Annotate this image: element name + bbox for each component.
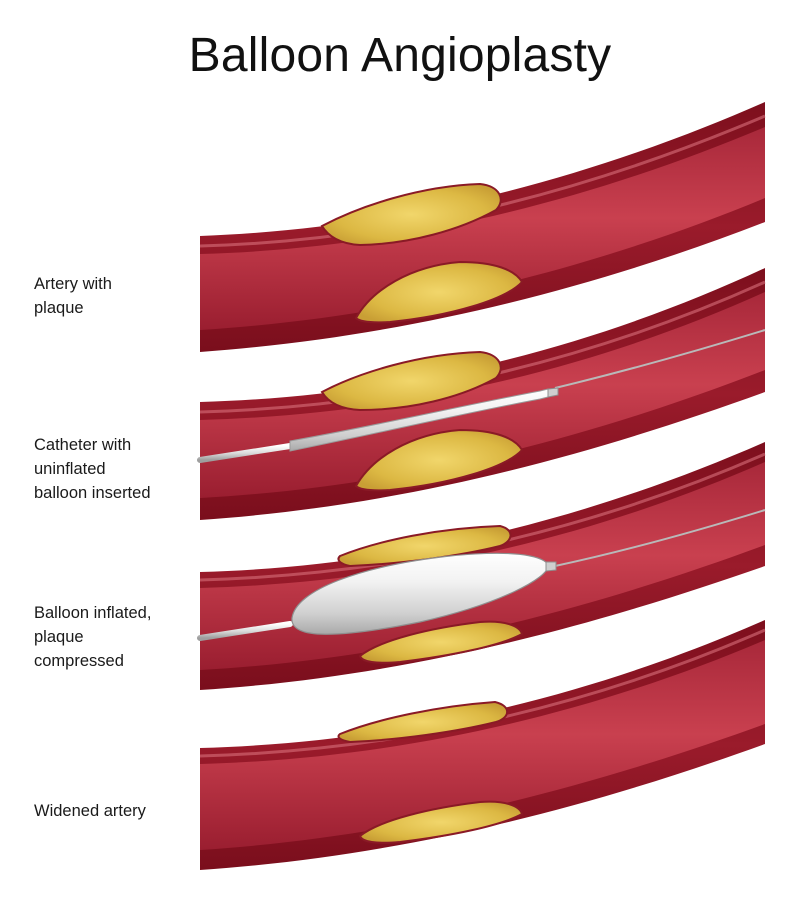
- stage-label-line: plaque: [34, 299, 84, 317]
- stage-label-line: Widened artery: [34, 802, 146, 820]
- catheter-tube: [197, 621, 293, 641]
- stage-label-line: compressed: [34, 652, 124, 670]
- guide-wire: [554, 329, 766, 389]
- plaque-lower-flattened: [358, 800, 524, 844]
- balloon-inflated-vessel: [197, 442, 766, 690]
- artery-with-plaque-vessel: [199, 102, 766, 352]
- artery-lumen: [200, 127, 765, 330]
- stage-label-line: Catheter with: [34, 436, 132, 454]
- stage-label-line: balloon inserted: [34, 484, 151, 502]
- guide-wire: [554, 509, 766, 567]
- stage-label-catheter-inserted: Catheter with uninflated balloon inserte…: [34, 433, 209, 505]
- stage-label-balloon-inflated: Balloon inflated, plaque compressed: [34, 601, 209, 673]
- artery-wall-highlight: [199, 280, 766, 414]
- plaque-upper: [320, 350, 502, 412]
- catheter-tip: [547, 387, 559, 398]
- artery-lumen: [200, 640, 765, 850]
- plaque-upper-flattened: [337, 700, 509, 744]
- stage-label-widened-artery: Widened artery: [34, 799, 209, 823]
- plaque-lower: [354, 260, 524, 324]
- plaque-upper-compressed: [337, 524, 512, 568]
- page-title: Balloon Angioplasty: [188, 29, 612, 82]
- widened-artery-vessel: [199, 620, 766, 870]
- stage-label-artery-with-plaque: Artery with plaque: [34, 272, 209, 320]
- stage-label-line: plaque: [34, 628, 84, 646]
- stage-label-line: Balloon inflated,: [34, 604, 152, 622]
- catheter-inserted-vessel: [197, 268, 766, 520]
- stage-label-line: Artery with: [34, 275, 112, 293]
- plaque-lower-compressed: [358, 620, 524, 664]
- artery-lumen: [200, 292, 765, 498]
- catheter-tip: [545, 561, 557, 572]
- artery-wall-highlight: [199, 114, 766, 248]
- plaque-upper: [320, 182, 502, 247]
- catheter-tube: [197, 443, 293, 463]
- stage-label-line: uninflated: [34, 460, 106, 478]
- plaque-lower: [354, 428, 524, 492]
